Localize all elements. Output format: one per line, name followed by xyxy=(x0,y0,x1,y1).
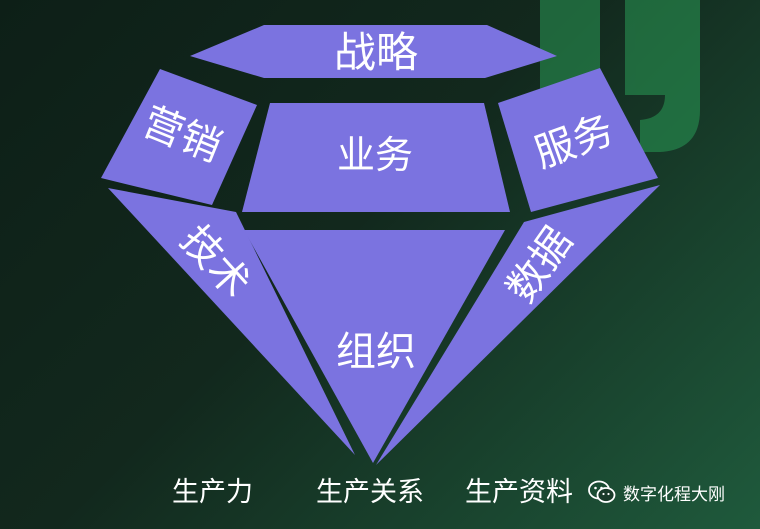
facet-business xyxy=(242,103,510,212)
caption-means: 生产资料 xyxy=(465,477,573,508)
watermark: 数字化程大刚 xyxy=(587,479,725,505)
facet-data xyxy=(376,185,660,465)
background-quote-shape xyxy=(540,0,700,152)
caption-productivity: 生产力 xyxy=(172,477,253,508)
facet-marketing xyxy=(101,69,257,205)
caption-relations: 生产关系 xyxy=(316,477,424,508)
label-strategy: 战略 xyxy=(334,28,418,77)
label-business: 业务 xyxy=(337,133,413,177)
facet-technology xyxy=(108,188,355,455)
label-organization: 组织 xyxy=(336,329,416,375)
facet-strategy xyxy=(190,25,557,78)
facet-organization xyxy=(244,230,505,463)
watermark-label: 数字化程大刚 xyxy=(623,484,725,505)
wechat-icon xyxy=(588,480,616,503)
facet-service xyxy=(498,68,658,212)
